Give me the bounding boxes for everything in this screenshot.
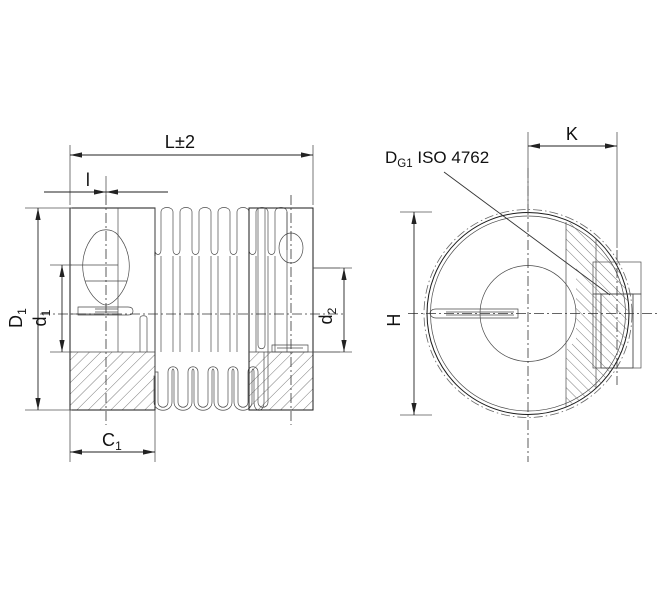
dimension-height: H xyxy=(384,211,432,416)
dimension-overall-length: L±2 xyxy=(69,132,314,205)
hatch-left-hub-inner xyxy=(118,352,155,410)
dim-label-outer-diameter: D1 xyxy=(6,308,29,328)
dim-label-hub-offset: l xyxy=(86,170,90,190)
left-hub-clamp-slot xyxy=(77,306,134,316)
annotation-screw-standard: DG1 ISO 4762 xyxy=(385,148,611,296)
hatch-left-hub-outer xyxy=(70,352,118,410)
dim-label-screw-offset: K xyxy=(566,124,578,144)
dim-label-bore-right: d2 xyxy=(316,307,339,324)
end-view-group: DG1 ISO 4762 H K xyxy=(384,124,660,462)
dim-label-overall-length: L±2 xyxy=(165,132,196,152)
dim-label-clamp-width: C1 xyxy=(102,430,122,453)
dimension-outer-diameter: D1 xyxy=(6,207,72,411)
side-view-group: L±2 l D1 d1 d2 xyxy=(6,132,352,462)
hatch-right-hub xyxy=(249,352,313,410)
dimension-clamp-width: C1 xyxy=(69,410,156,462)
dimension-hub-offset: l xyxy=(44,170,168,205)
annotation-label: DG1 ISO 4762 xyxy=(385,148,489,170)
dimension-screw-offset: K xyxy=(527,124,618,248)
dim-label-height: H xyxy=(384,313,404,326)
dimension-bore-right: d2 xyxy=(313,267,352,353)
clamp-boss-section xyxy=(565,222,628,410)
left-hub-collar-lines xyxy=(139,315,148,352)
dim-label-bore-left: d1 xyxy=(30,309,53,326)
annotation-leader-line xyxy=(443,171,611,296)
section-hatching xyxy=(70,352,313,410)
dimension-bore-left: d1 xyxy=(30,264,72,353)
